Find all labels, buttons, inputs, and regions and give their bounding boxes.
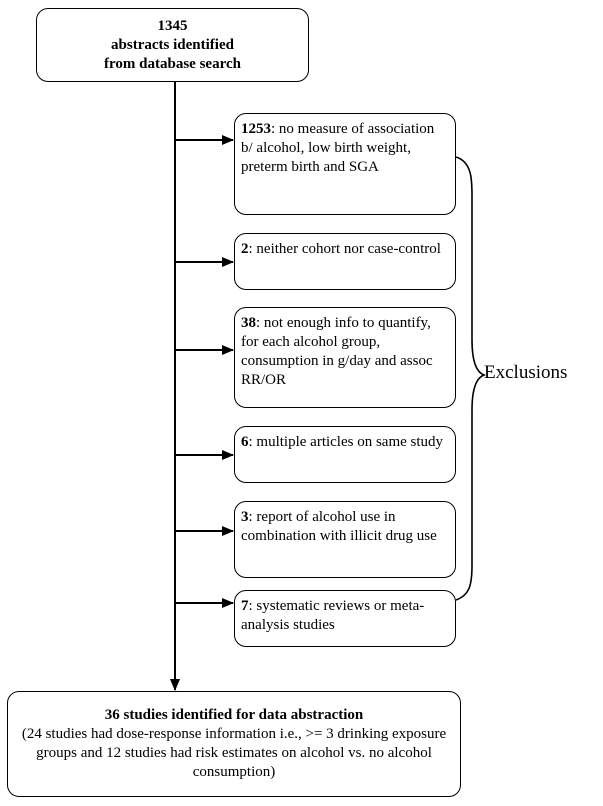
exclusion-box-illicit-drug-use: 3: report of alcohol use in combination …: [234, 501, 456, 578]
identified-line-3: from database search: [104, 56, 241, 72]
exclusion-box-insufficient-info: 38: not enough info to quantify, for eac…: [234, 307, 456, 408]
exclusion-box-reviews: 7: systematic reviews or meta-analysis s…: [234, 590, 456, 647]
exclusion-count: 3: [241, 509, 249, 525]
included-studies-box: 36 studies identified for data abstracti…: [7, 691, 461, 797]
exclusion-count: 2: [241, 241, 249, 257]
exclusion-box-study-design: 2: neither cohort nor case-control: [234, 233, 456, 290]
exclusion-box-no-measure: 1253: no measure of association b/ alcoh…: [234, 113, 456, 215]
exclusion-box-duplicate-articles: 6: multiple articles on same study: [234, 426, 456, 483]
identified-line-2: abstracts identified: [111, 37, 234, 53]
exclusion-count: 7: [241, 598, 249, 614]
identified-abstracts-box: 1345 abstracts identified from database …: [36, 8, 309, 82]
included-studies-detail: (24 studies had dose-response informatio…: [21, 726, 447, 780]
exclusion-count: 6: [241, 434, 249, 450]
identified-count: 1345: [157, 18, 188, 34]
exclusion-text: : report of alcohol use in combination w…: [241, 509, 437, 544]
exclusion-text: : multiple articles on same study: [248, 434, 444, 450]
exclusion-text: : not enough info to quantify, for each …: [241, 315, 433, 388]
exclusion-count: 1253: [241, 121, 271, 137]
exclusion-count: 38: [241, 315, 256, 331]
included-studies-title: 36 studies identified for data abstracti…: [104, 707, 364, 723]
exclusion-text: : neither cohort nor case-control: [248, 241, 441, 257]
exclusion-text: : no measure of association b/ alcohol, …: [241, 121, 435, 175]
exclusion-text: : systematic reviews or meta-analysis st…: [241, 598, 425, 633]
exclusions-label: Exclusions: [484, 362, 568, 383]
exclusions-brace: [455, 156, 487, 601]
